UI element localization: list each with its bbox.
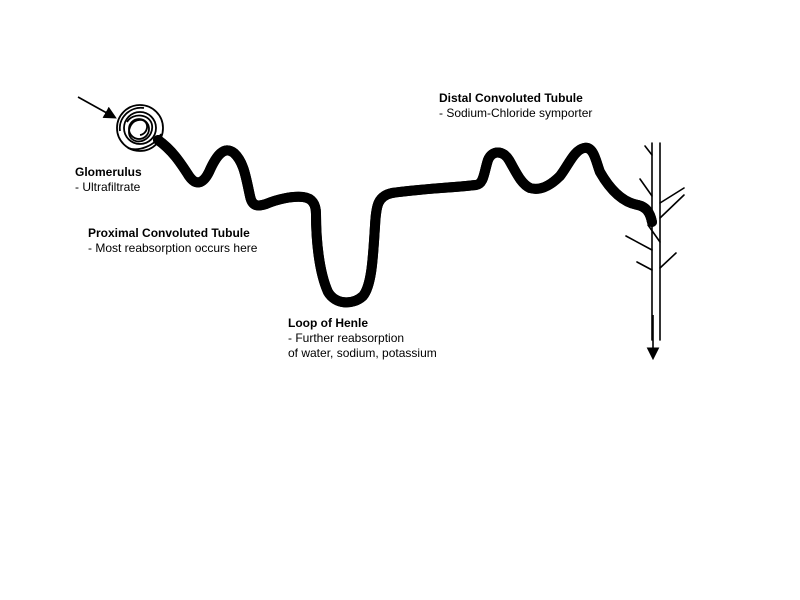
- afferent-arrow: [77, 96, 117, 119]
- glomerulus-description: - Ultrafiltrate: [75, 180, 141, 194]
- proximal-tubule-title: Proximal Convoluted Tubule: [88, 226, 250, 240]
- distal-tubule-title: Distal Convoluted Tubule: [439, 91, 583, 105]
- loop-of-henle-description-line-2: of water, sodium, potassium: [288, 346, 437, 360]
- collecting-duct: [625, 142, 685, 341]
- loop-of-henle-title: Loop of Henle: [288, 316, 368, 330]
- glomerulus-title: Glomerulus: [75, 165, 142, 179]
- glomerulus-label: Glomerulus - Ultrafiltrate: [75, 165, 142, 195]
- distal-tubule-label: Distal Convoluted Tubule - Sodium-Chlori…: [439, 91, 592, 121]
- proximal-tubule-label: Proximal Convoluted Tubule - Most reabso…: [88, 226, 257, 256]
- loop-of-henle-description-line-1: - Further reabsorption: [288, 331, 405, 345]
- distal-tubule-description: - Sodium-Chloride symporter: [439, 106, 593, 120]
- proximal-tubule-description: - Most reabsorption occurs here: [88, 241, 258, 255]
- nephron-tubule: [153, 135, 657, 302]
- loop-of-henle-label: Loop of Henle - Further reabsorption of …: [288, 316, 437, 361]
- glomerulus-tuft: [116, 104, 164, 152]
